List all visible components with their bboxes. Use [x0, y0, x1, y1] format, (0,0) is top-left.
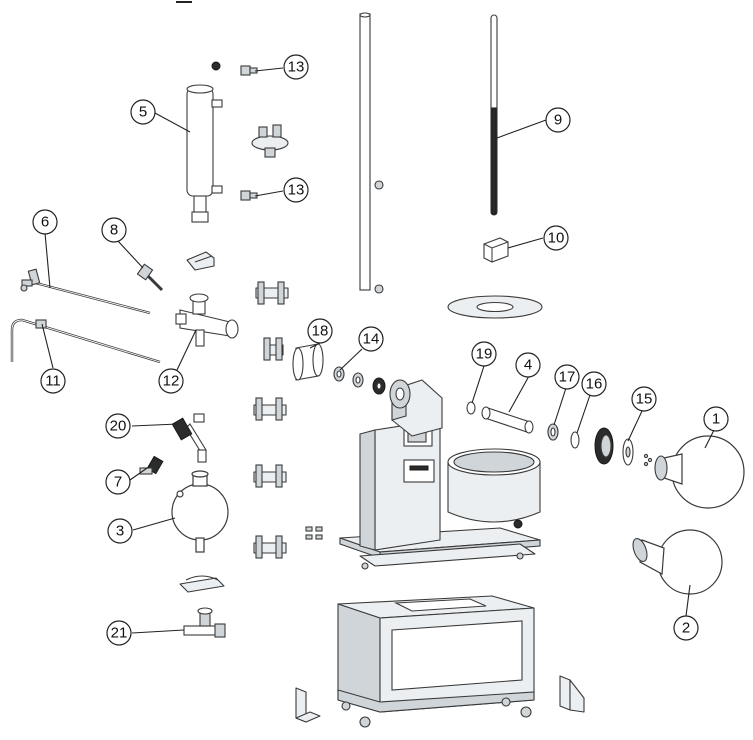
svg-text:16: 16 — [586, 376, 603, 393]
washer-set — [333, 366, 386, 395]
svg-text:14: 14 — [363, 331, 380, 348]
support-rod — [359, 12, 384, 294]
callout-3: 3 — [107, 518, 133, 544]
callout-1: 1 — [703, 406, 729, 432]
svg-text:18: 18 — [312, 323, 329, 340]
callout-9: 9 — [545, 107, 571, 133]
callout-16: 16 — [581, 371, 607, 397]
svg-text:4: 4 — [524, 357, 532, 374]
temperature-probe — [490, 14, 498, 216]
clip-1 — [186, 251, 215, 271]
svg-text:13: 13 — [288, 182, 305, 199]
svg-text:11: 11 — [45, 373, 61, 390]
locking-nut — [594, 427, 653, 467]
seal-sleeve — [292, 343, 324, 381]
bracket-left — [295, 687, 321, 723]
svg-text:20: 20 — [110, 418, 127, 435]
callout-17: 17 — [554, 364, 580, 390]
callout-18: 18 — [307, 318, 333, 344]
callout-2: 2 — [673, 615, 699, 641]
callout-4: 4 — [515, 352, 541, 378]
svg-text:17: 17 — [559, 369, 576, 386]
callout-7: 7 — [105, 469, 131, 495]
receiving-flask — [171, 470, 229, 553]
svg-text:6: 6 — [41, 214, 49, 231]
stopcock — [139, 455, 164, 475]
svg-text:7: 7 — [114, 474, 122, 491]
cap-nut — [211, 61, 221, 71]
svg-text:10: 10 — [548, 230, 565, 247]
svg-text:21: 21 — [111, 625, 128, 642]
callout-15: 15 — [631, 386, 657, 412]
vapor-duct — [175, 293, 239, 347]
svg-text:1: 1 — [712, 411, 720, 428]
clamp-4 — [253, 397, 287, 421]
clamp-2 — [255, 281, 289, 305]
vent-valve — [171, 413, 207, 463]
callout-14: 14 — [358, 326, 384, 352]
vapor-tube — [481, 406, 534, 434]
small-bolts — [305, 526, 323, 540]
clamp-3 — [263, 337, 284, 361]
svg-text:15: 15 — [636, 391, 653, 408]
gasket — [570, 431, 580, 449]
callout-19: 19 — [471, 341, 497, 367]
clamp-5 — [253, 464, 287, 488]
spare-flask — [632, 529, 723, 595]
callout-13-top: 13 — [283, 54, 309, 80]
condenser — [186, 84, 223, 223]
valve — [136, 263, 164, 292]
flask-clip — [179, 575, 225, 593]
rotary-evaporator-body — [339, 379, 541, 570]
callout-6: 6 — [32, 209, 58, 235]
clamp-6 — [253, 535, 287, 559]
bracket-right — [559, 675, 585, 713]
svg-text:13: 13 — [288, 59, 305, 76]
svg-text:8: 8 — [110, 222, 118, 239]
callout-11: 11 — [40, 368, 66, 394]
svg-text:12: 12 — [163, 373, 180, 390]
screw-top — [240, 65, 258, 76]
drain-valve — [183, 607, 226, 638]
callout-12: 12 — [158, 368, 184, 394]
vacuum-tube — [10, 318, 161, 364]
callout-21: 21 — [106, 620, 132, 646]
evaporating-flask — [654, 435, 745, 509]
svg-text:2: 2 — [682, 620, 690, 637]
callout-8: 8 — [101, 217, 127, 243]
feed-tube — [20, 268, 151, 315]
callout-20: 20 — [105, 413, 131, 439]
svg-text:19: 19 — [476, 346, 493, 363]
callout-13-bottom: 13 — [283, 177, 309, 203]
callout-10: 10 — [543, 225, 569, 251]
svg-text:3: 3 — [116, 523, 124, 540]
svg-text:5: 5 — [139, 104, 147, 121]
seal-ring — [547, 423, 559, 441]
condenser-clamp — [251, 124, 289, 158]
cart-stand — [337, 595, 535, 728]
callout-5: 5 — [130, 99, 156, 125]
splash-ring — [447, 295, 543, 319]
svg-text:9: 9 — [554, 112, 562, 129]
leader-lines — [41, 67, 715, 634]
probe-holder-block — [483, 237, 509, 263]
screw-bottom — [240, 190, 258, 201]
o-ring — [466, 401, 476, 415]
